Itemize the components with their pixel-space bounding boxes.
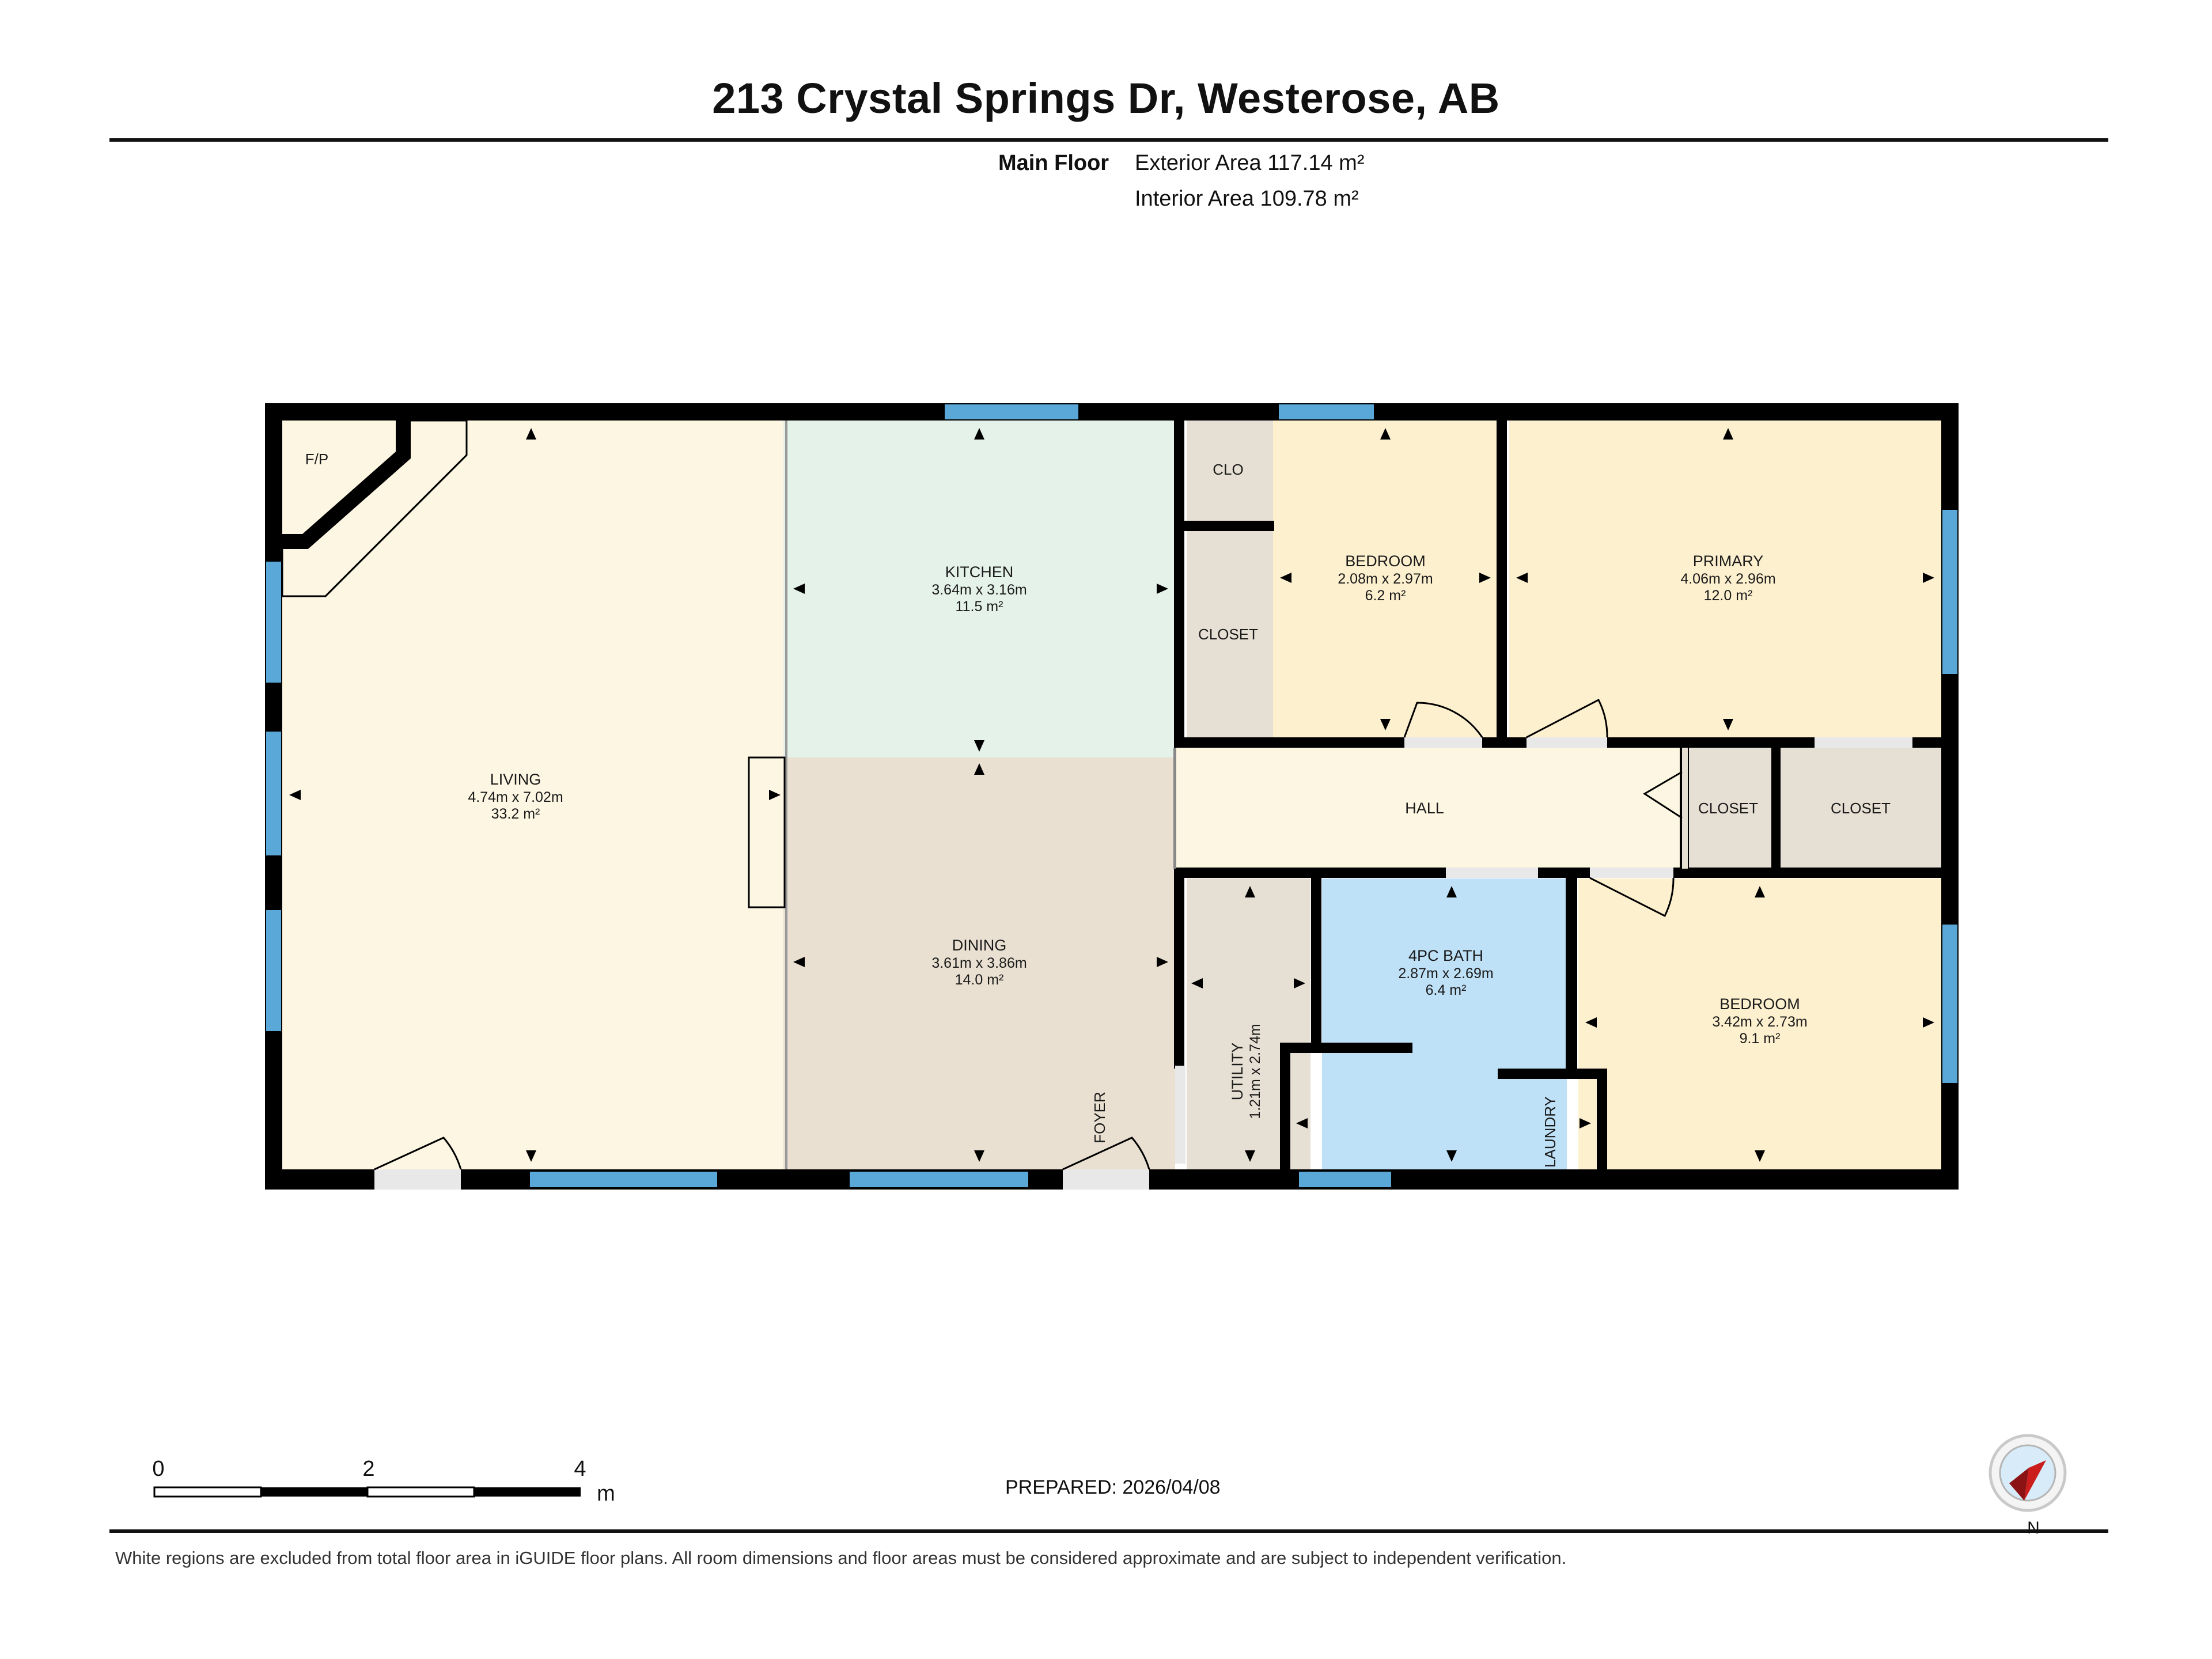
hall-name: HALL [1405,800,1444,817]
dimension-arrows [289,428,1934,1162]
kitchen-fill [783,421,1175,757]
wall [1771,743,1781,873]
doors [374,698,1912,1190]
kitchen-dims: 3.64m x 3.16m [931,582,1027,598]
prepared-date: PREPARED: 2026/04/08 [1005,1476,1221,1498]
compass-icon: N [1988,1434,2067,1537]
window [266,732,281,855]
wall [1311,873,1321,1048]
closet-b-fill [1688,748,1771,869]
dining-fill [783,757,1175,1169]
floor-label: Main Floor [998,151,1109,175]
room-labels: LIVING 4.74m x 7.02m 33.2 m² KITCHEN 3.6… [305,450,1891,1168]
window [266,910,281,1031]
windows [266,404,1957,1187]
window [1942,510,1957,674]
scale-tick-2: 2 [362,1457,374,1481]
closet-a-name: CLOSET [1198,626,1258,643]
wall [1175,521,1274,531]
scale-bar: 0 2 4 m [152,1457,615,1506]
window [1299,1172,1391,1187]
scale-tick-0: 0 [152,1457,164,1481]
closet-c-fill [1780,748,1941,869]
utility-name: UTILITY [1229,1043,1246,1101]
primary-name: PRIMARY [1693,552,1764,570]
fireplace [281,419,468,597]
clo-fill [1187,421,1273,524]
bath-dims: 2.87m x 2.69m [1398,965,1493,982]
bedroom1-name: BEDROOM [1345,552,1426,570]
utility-dims: 1.21m x 2.74m [1247,1024,1263,1119]
bath-name: 4PC BATH [1408,947,1483,964]
bedroom1-area: 6.2 m² [1365,588,1406,604]
scale-unit: m [597,1482,615,1506]
hall-fill [1175,748,1682,869]
wall [1174,409,1184,743]
window [1942,925,1957,1083]
closet-b-name: CLOSET [1698,800,1758,817]
window [945,404,1078,419]
bath-fill [1322,878,1567,1169]
foyer-name: FOYER [1091,1092,1108,1143]
wall [1498,1069,1607,1079]
scale-tick-4: 4 [574,1457,586,1481]
wall [1497,409,1507,743]
wall [1174,868,1946,878]
bedroom2-dims: 3.42m x 2.73m [1712,1014,1807,1030]
clo-name: CLO [1213,461,1243,478]
wall [1566,873,1577,1069]
living-area: 33.2 m² [491,806,540,822]
window [850,1172,1028,1187]
bedroom2-name: BEDROOM [1719,995,1800,1013]
dining-area: 14.0 m² [955,972,1004,988]
bath-area: 6.4 m² [1426,982,1467,998]
fireplace-name: F/P [305,450,328,468]
wall [1280,1043,1412,1053]
wall [1597,1069,1607,1172]
primary-fill [1509,421,1941,737]
living-dims: 4.74m x 7.02m [468,789,563,805]
bedroom2-fill [1578,878,1941,1169]
compass-north-label: N [2027,1518,2040,1537]
bedroom2-area: 9.1 m² [1740,1031,1781,1047]
wall [1280,1043,1290,1175]
title-rule [109,138,2108,142]
dining-name: DINING [952,937,1007,954]
bedroom1-fill [1273,421,1498,737]
window [1279,404,1374,419]
dining-dims: 3.61m x 3.86m [931,955,1027,971]
plan-title: 213 Crystal Springs Dr, Westerose, AB [712,74,1500,122]
living-name: LIVING [490,771,541,788]
closet-c-name: CLOSET [1831,800,1891,817]
kitchen-name: KITCHEN [945,563,1014,581]
partitions [748,421,1688,1169]
disclaimer: White regions are excluded from total fl… [115,1548,1567,1568]
window [266,562,281,683]
bedroom1-dims: 2.08m x 2.97m [1338,571,1433,587]
window [530,1172,717,1187]
laundry-name: LAUNDRY [1541,1096,1559,1168]
wall [1174,873,1184,1069]
primary-dims: 4.06m x 2.96m [1680,571,1775,587]
kitchen-area: 11.5 m² [956,599,1003,615]
interior-area: Interior Area 109.78 m² [1135,187,1359,211]
footer-rule [109,1529,2108,1533]
wall-top [265,403,1959,421]
closet-a-fill [1187,530,1273,737]
exterior-area: Exterior Area 117.14 m² [1135,151,1365,175]
primary-area: 12.0 m² [1704,588,1753,604]
